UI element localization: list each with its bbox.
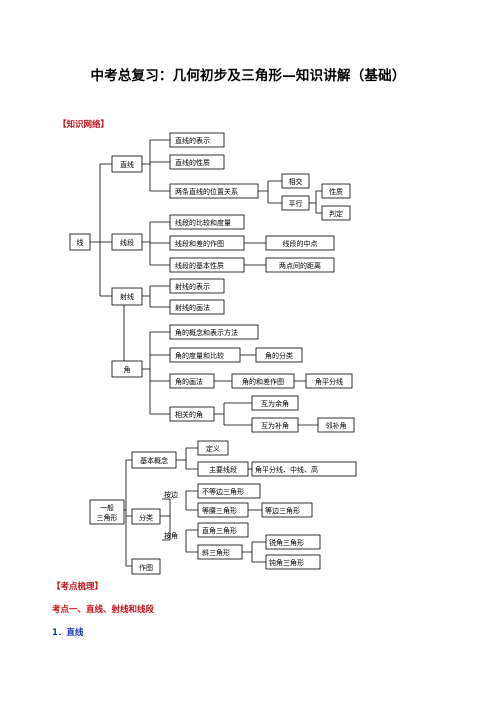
node-right-triangle-label: 直角三角形 xyxy=(202,526,237,535)
node-seg-dist-label: 两点间的距离 xyxy=(279,261,321,270)
node-angle-concept xyxy=(169,324,259,340)
node-line-root-label: 线 xyxy=(76,238,83,247)
node-zhixian xyxy=(111,155,143,173)
node-ray-rep-label: 射线的表示 xyxy=(175,282,210,291)
node-zhixian-label: 直线 xyxy=(120,160,134,169)
node-supplementary-label: 互为补角 xyxy=(261,421,289,430)
node-basic-concept-label: 基本概念 xyxy=(140,456,168,465)
node-shexian-label: 射线 xyxy=(120,292,134,301)
node-angle-sumdiff xyxy=(231,373,295,389)
node-angle-related-label: 相关的角 xyxy=(175,410,203,419)
node-supplementary xyxy=(251,417,299,433)
node-acute-triangle-label: 锐角三角形 xyxy=(269,538,304,547)
node-scalene-label: 不等边三角形 xyxy=(202,487,244,496)
section-network-heading: 【知识网络】 xyxy=(58,120,110,130)
page-title: 中考总复习：几何初步及三角形—知识讲解（基础） xyxy=(90,68,406,84)
node-angle-related xyxy=(169,406,215,422)
node-parallel-judge-label: 判定 xyxy=(329,209,343,218)
node-seg-sumdiff xyxy=(169,235,245,251)
node-complementary xyxy=(251,395,299,411)
node-angle-draw xyxy=(169,373,215,389)
node-parallel-judge xyxy=(321,205,351,221)
node-angle-measure-label: 角的度量和比较 xyxy=(175,351,224,360)
node-intersect-label: 相交 xyxy=(289,177,303,186)
triangle-concept-map: 一般 三角形 基本概念 定义 主要线段 角平分线、中线、高 分类 按边 按角 不… xyxy=(89,440,357,575)
node-equilateral-label: 等边三角形 xyxy=(265,506,300,515)
node-seg-basic-label: 线段的基本性质 xyxy=(175,261,224,270)
node-by-angle-label: 按角 xyxy=(164,531,178,540)
node-line-root xyxy=(69,233,91,251)
node-isosceles xyxy=(197,502,249,518)
node-xianduan xyxy=(111,233,143,251)
node-definition xyxy=(197,440,229,456)
node-construct xyxy=(131,558,161,575)
node-angle-class-label: 角的分类 xyxy=(265,351,293,360)
node-seg-sumdiff-label: 线段和差的作图 xyxy=(175,239,224,248)
node-scalene xyxy=(197,483,261,499)
node-adjacent-supp-label: 邻补角 xyxy=(326,421,347,430)
node-two-lines-label: 两条直线的位置关系 xyxy=(175,187,238,196)
node-oblique-triangle xyxy=(197,544,243,560)
node-equilateral xyxy=(261,502,313,518)
node-parallel-prop xyxy=(321,183,351,199)
node-triangle-root-label2: 三角形 xyxy=(97,513,118,522)
node-zhixian-rep-label: 直线的表示 xyxy=(175,136,210,145)
node-zhixian-prop xyxy=(169,154,225,170)
node-ray-draw-label: 射线的画法 xyxy=(175,303,210,312)
node-main-segments-list-label: 角平分线、中线、高 xyxy=(255,465,318,474)
node-angle-bisector xyxy=(305,373,353,389)
node-construct-label: 作图 xyxy=(139,563,153,572)
node-zhixian-rep xyxy=(169,132,225,148)
node-intersect xyxy=(281,173,310,189)
node-acute-triangle xyxy=(265,534,321,550)
node-shexian xyxy=(111,287,143,306)
node-obtuse-triangle xyxy=(265,554,321,570)
point-one-sub-heading: 1．直线 xyxy=(52,628,84,638)
node-xianduan-label: 线段 xyxy=(120,238,134,247)
node-seg-compare-label: 线段的比较和度量 xyxy=(175,218,231,227)
node-jiao-label: 角 xyxy=(124,365,131,374)
node-ray-rep xyxy=(169,278,225,294)
node-seg-compare xyxy=(169,214,245,230)
node-zhixian-prop-label: 直线的性质 xyxy=(175,158,210,167)
node-angle-draw-label: 角的画法 xyxy=(175,377,203,386)
node-seg-basic xyxy=(169,257,245,273)
node-classify-label: 分类 xyxy=(139,513,153,522)
section-points-heading: 【考点梳理】 xyxy=(52,582,104,592)
node-by-side-label: 按边 xyxy=(164,490,178,499)
node-classify xyxy=(131,508,161,525)
node-parallel xyxy=(281,195,310,211)
point-one-heading: 考点一、直线、射线和线段 xyxy=(52,605,155,615)
node-angle-measure xyxy=(169,347,241,363)
node-angle-concept-label: 角的概念和表示方法 xyxy=(175,328,238,337)
node-complementary-label: 互为余角 xyxy=(261,399,289,408)
node-two-lines xyxy=(169,183,259,199)
node-seg-mid xyxy=(265,235,335,251)
node-right-triangle xyxy=(197,522,249,538)
node-angle-sumdiff-label: 角的和差作图 xyxy=(242,377,284,386)
node-seg-dist xyxy=(265,257,335,273)
node-obtuse-triangle-label: 钝角三角形 xyxy=(269,558,304,567)
node-isosceles-label: 等腰三角形 xyxy=(202,506,237,515)
node-parallel-label: 平行 xyxy=(289,199,303,208)
lines-concept-map: 线 直线 直线的表示 直线的性质 两条直线的位置关系 相交 平行 性质 判定 线… xyxy=(69,132,355,433)
node-main-segments-label: 主要线段 xyxy=(209,465,237,474)
node-triangle-root xyxy=(89,499,125,525)
node-angle-class xyxy=(255,347,303,363)
node-parallel-prop-label: 性质 xyxy=(329,187,343,196)
node-ray-draw xyxy=(169,299,225,315)
node-adjacent-supp xyxy=(317,417,355,433)
node-jiao xyxy=(111,360,143,378)
node-oblique-triangle-label: 斜三角形 xyxy=(202,548,230,557)
node-definition-label: 定义 xyxy=(206,444,220,453)
node-main-segments-list xyxy=(251,461,357,477)
node-basic-concept xyxy=(131,451,177,469)
node-angle-bisector-label: 角平分线 xyxy=(315,377,343,386)
node-main-segments xyxy=(197,461,249,477)
node-triangle-root-label1: 一般 xyxy=(100,503,114,512)
node-seg-mid-label: 线段的中点 xyxy=(283,239,318,248)
